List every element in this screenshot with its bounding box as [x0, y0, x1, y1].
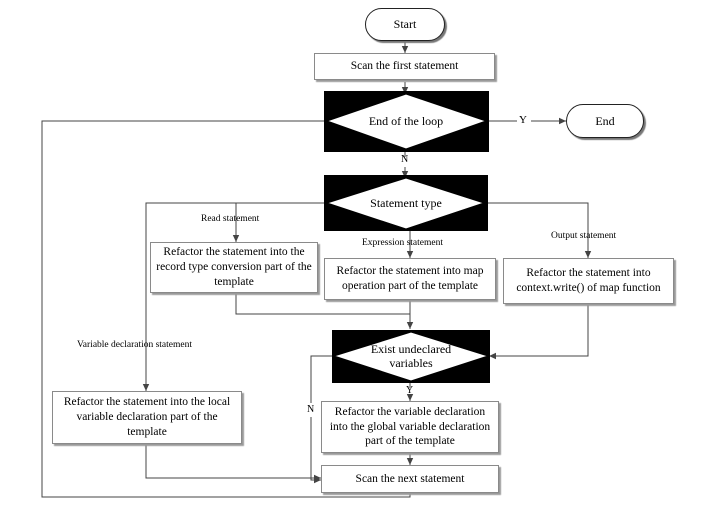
- edge-vardecl: [142, 202, 331, 391]
- refactor-record-box: Refactor the statement into the record t…: [150, 242, 318, 293]
- refactor-context-label: Refactor the statement into context.writ…: [516, 267, 661, 294]
- edge-local-scannext: [145, 444, 321, 482]
- edge-label-no-undeclared: N: [307, 404, 315, 415]
- scan-next-label: Scan the next statement: [355, 472, 465, 485]
- start-terminal: Start: [365, 8, 445, 41]
- end-loop-text: End of the loop: [368, 113, 444, 128]
- refactor-global-box: Refactor the variable declaration into t…: [321, 401, 499, 453]
- refactor-local-box: Refactor the statement into the local va…: [52, 391, 242, 444]
- exist-undeclared-decision: [332, 331, 490, 382]
- refactor-global-label: Refactor the variable declaration into t…: [329, 405, 491, 448]
- edge-context-exist: [489, 304, 589, 360]
- statement-type-decision: [325, 177, 486, 230]
- scan-next-box: Scan the next statement: [321, 465, 499, 493]
- refactor-map-op-label: Refactor the statement into map operatio…: [336, 265, 484, 292]
- edge-label-yes-end: Y: [519, 114, 527, 126]
- refactor-record-label: Refactor the statement into the record t…: [156, 246, 312, 288]
- edge-exist-scannext-n2: [310, 417, 321, 484]
- exist-undeclared-text: Exist undeclared variables: [370, 341, 452, 370]
- edge-label-yes-undeclared: Y: [406, 385, 414, 396]
- refactor-map-op-box: Refactor the statement into map operatio…: [324, 258, 496, 300]
- statement-type-text: Statement type: [370, 195, 442, 210]
- edge-loopback: [41, 117, 411, 498]
- edge-output: [484, 202, 592, 258]
- scan-first-box: Scan the first statement: [314, 53, 495, 80]
- edge-label-expression: Expression statement: [362, 238, 443, 248]
- edge-label-no-loop: N: [401, 154, 409, 165]
- scan-first-label: Scan the first statement: [350, 60, 459, 73]
- edge-label-output: Output statement: [551, 231, 617, 241]
- refactor-context-box: Refactor the statement into context.writ…: [503, 258, 674, 304]
- edge-record-exist: [235, 293, 410, 315]
- edge-label-var-decl: Variable declaration statement: [77, 340, 193, 350]
- edge-exist-scannext-n: [310, 355, 333, 403]
- end-loop-decision: [325, 93, 488, 150]
- start-label: Start: [393, 17, 417, 31]
- end-terminal: End: [566, 104, 644, 138]
- refactor-local-label: Refactor the statement into the local va…: [63, 396, 231, 438]
- end-label: End: [595, 113, 615, 128]
- edge-label-read: Read statement: [201, 214, 260, 224]
